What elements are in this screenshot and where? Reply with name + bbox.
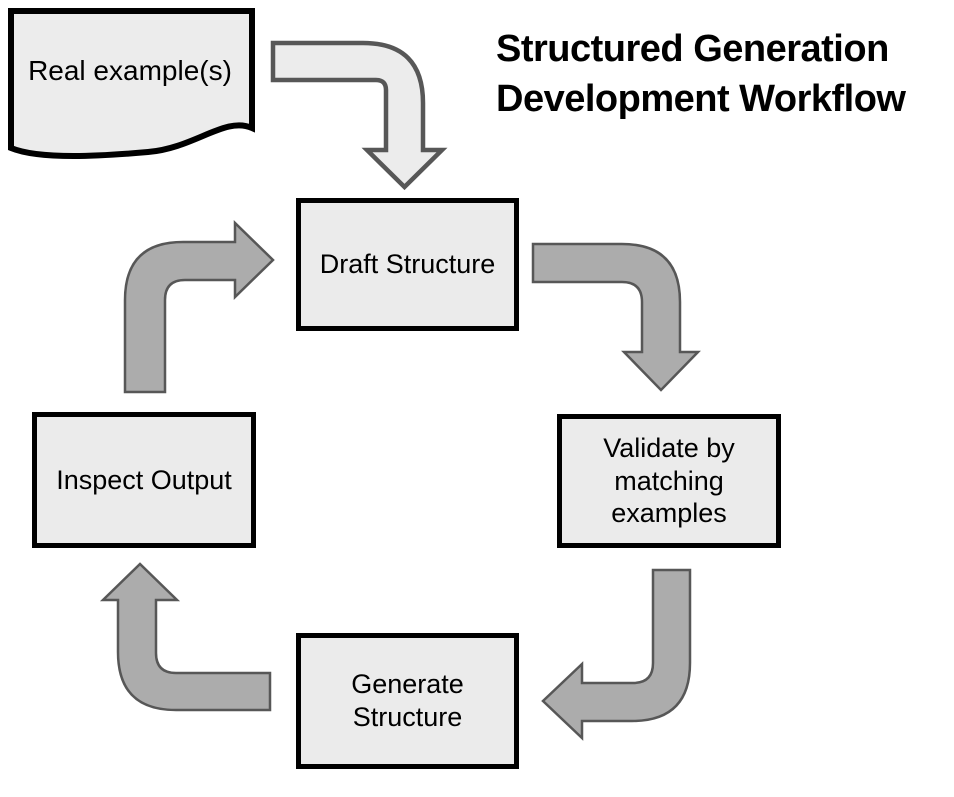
arrow-draft-to-validate [531, 242, 701, 392]
arrow-inspect-to-draft [123, 220, 275, 394]
node-validate-by-matching-examples: Validate by matching examples [557, 414, 781, 548]
node-inspect-output: Inspect Output [32, 412, 256, 548]
node-validate-label: Validate by matching examples [603, 432, 735, 529]
page-title-line1: Structured Generation [496, 28, 889, 70]
node-generate-structure-label: Generate Structure [351, 669, 464, 732]
arrow-generate-to-inspect [99, 562, 272, 712]
node-real-examples-label: Real example(s) [28, 55, 232, 86]
document-shape-real-examples [8, 8, 255, 159]
page-title-line2: Development Workflow [496, 78, 906, 120]
node-draft-structure: Draft Structure [296, 198, 519, 331]
arrow-real-examples-to-draft [270, 40, 448, 191]
page-title: Structured Generation Development Workfl… [496, 24, 954, 124]
node-generate-structure: Generate Structure [296, 633, 519, 769]
node-draft-structure-label: Draft Structure [319, 249, 496, 280]
arrow-validate-to-generate [541, 568, 692, 741]
node-inspect-output-label: Inspect Output [56, 464, 232, 495]
